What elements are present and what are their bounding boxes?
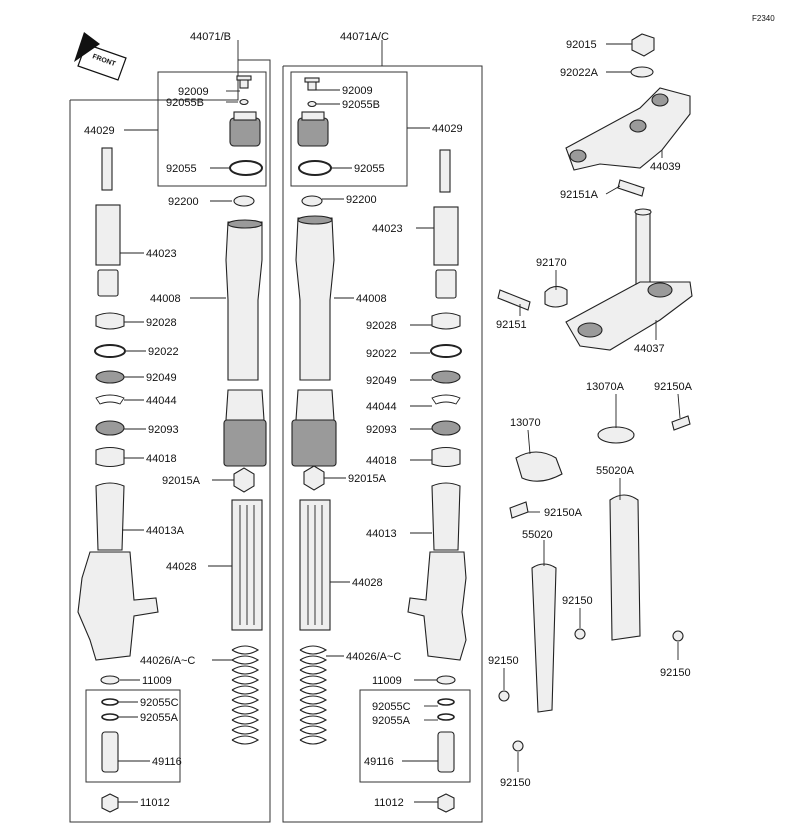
label-right-seal: 92049	[366, 375, 397, 387]
label-left-upper-tube: 44023	[146, 248, 177, 260]
label-top-nut: 92015	[566, 39, 597, 51]
label-right-upper-tube: 44023	[372, 223, 403, 235]
label-guide-right: 13070A	[586, 381, 625, 393]
steering-parts	[497, 33, 693, 752]
label-left-dust-seal: 92093	[148, 424, 179, 436]
label-right-bush-a: 92028	[366, 320, 397, 332]
label-guard-bolt-3: 92150	[488, 655, 519, 667]
label-guide-left: 13070	[510, 417, 541, 429]
label-right-spring: 44026/A~C	[346, 651, 401, 663]
front-arrow-icon: FRONT	[74, 32, 127, 81]
label-left-screw: 92009	[178, 86, 209, 98]
label-right-inner-tube: 44008	[356, 293, 387, 305]
part-labels: 44071/B 44071A/C 92009 92055B 44029 9205…	[84, 31, 693, 809]
label-left-spring: 44026/A~C	[140, 655, 195, 667]
label-right-dust-seal: 92093	[366, 424, 397, 436]
label-guard-bolt-2: 92150	[660, 667, 691, 679]
leader-lines	[118, 43, 681, 803]
label-guard-bolt-1: 92150	[562, 595, 593, 607]
label-left-oring-small: 92055B	[166, 97, 204, 109]
right-assembly-frame	[282, 40, 483, 823]
label-left-ring: 11009	[142, 675, 172, 687]
left-fork-parts	[77, 75, 267, 813]
label-right-bolt: 11012	[374, 797, 404, 809]
label-right-clip: 44044	[366, 401, 397, 413]
label-right-cap-group: 44029	[432, 123, 463, 135]
label-guard-bolt-4: 92150	[500, 777, 531, 789]
label-left-seal: 92049	[146, 372, 177, 384]
label-right-oring-c: 92055C	[372, 701, 411, 713]
label-right-ring: 11009	[372, 675, 402, 687]
label-clamp: 92170	[536, 257, 567, 269]
label-left-bolt: 11012	[140, 797, 170, 809]
label-right-oring-small: 92055B	[342, 99, 380, 111]
label-left-washer-b: 92022	[148, 346, 179, 358]
label-right-bush-b: 44018	[366, 455, 397, 467]
label-left-washer: 92200	[168, 196, 199, 208]
left-assembly-frame	[69, 40, 271, 823]
label-right-screw: 92009	[342, 85, 373, 97]
label-lower-clamp: 44037	[634, 343, 665, 355]
left-cap-box	[157, 71, 267, 187]
diagram-code: F2340	[752, 14, 775, 23]
label-left-oring-a: 92055A	[140, 712, 179, 724]
label-assembly-right: 44071A/C	[340, 31, 389, 43]
label-left-bush-b: 44018	[146, 453, 177, 465]
guard-left-shape	[531, 563, 557, 713]
label-left-protector: 44013A	[146, 525, 185, 537]
label-left-nut: 92015A	[162, 475, 201, 487]
label-top-washer: 92022A	[560, 67, 599, 79]
label-right-valve: 49116	[364, 756, 394, 768]
label-right-washer-b: 92022	[366, 348, 397, 360]
label-upper-clamp: 44039	[650, 161, 681, 173]
label-right-protector: 44013	[366, 528, 397, 540]
label-right-oring-a: 92055A	[372, 715, 411, 727]
label-guard-right: 55020A	[596, 465, 635, 477]
label-left-cap-group: 44029	[84, 125, 115, 137]
label-guide-bolt-b: 92150A	[544, 507, 583, 519]
label-left-inner-tube: 44008	[150, 293, 181, 305]
label-right-oring-large: 92055	[354, 163, 385, 175]
right-cap-box	[290, 71, 408, 187]
label-right-nut: 92015A	[348, 473, 387, 485]
label-left-valve: 49116	[152, 756, 182, 768]
label-upper-bolt: 92151A	[560, 189, 599, 201]
label-assembly-left: 44071/B	[190, 31, 231, 43]
label-left-oring-large: 92055	[166, 163, 197, 175]
guard-right-shape	[609, 494, 641, 641]
right-fork-parts	[291, 77, 467, 813]
label-guard-left: 55020	[522, 529, 553, 541]
label-left-spacer: 44028	[166, 561, 197, 573]
label-guide-bolt-a: 92150A	[654, 381, 693, 393]
label-left-clip: 44044	[146, 395, 177, 407]
label-right-spacer: 44028	[352, 577, 383, 589]
right-valve-box	[359, 689, 471, 783]
label-left-bush-a: 92028	[146, 317, 177, 329]
left-valve-box	[85, 689, 181, 783]
label-right-washer: 92200	[346, 194, 377, 206]
label-left-oring-c: 92055C	[140, 697, 179, 709]
label-stem-bolt: 92151	[496, 319, 527, 331]
